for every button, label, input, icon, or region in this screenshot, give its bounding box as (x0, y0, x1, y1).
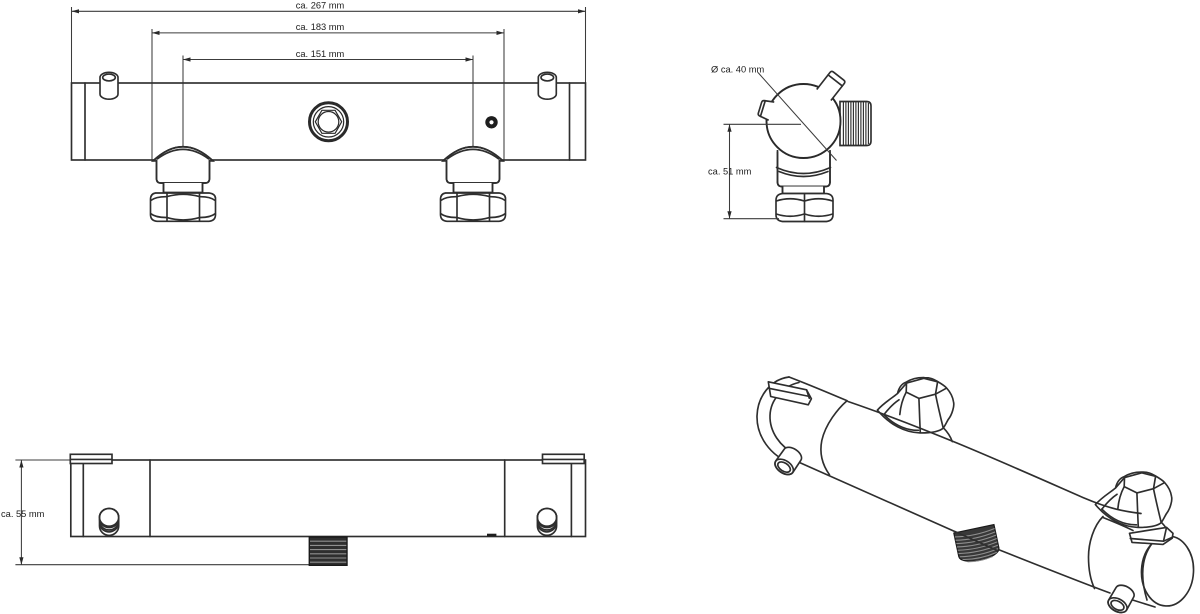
svg-text:ca. 267 mm: ca. 267 mm (296, 1, 345, 11)
svg-text:ca. 151 mm: ca. 151 mm (296, 49, 345, 59)
svg-text:ca. 51 mm: ca. 51 mm (708, 167, 752, 177)
svg-text:ca. 55 mm: ca. 55 mm (1, 509, 45, 519)
svg-text:Ø ca. 40 mm: Ø ca. 40 mm (711, 65, 764, 75)
svg-text:ca. 183 mm: ca. 183 mm (296, 22, 345, 32)
